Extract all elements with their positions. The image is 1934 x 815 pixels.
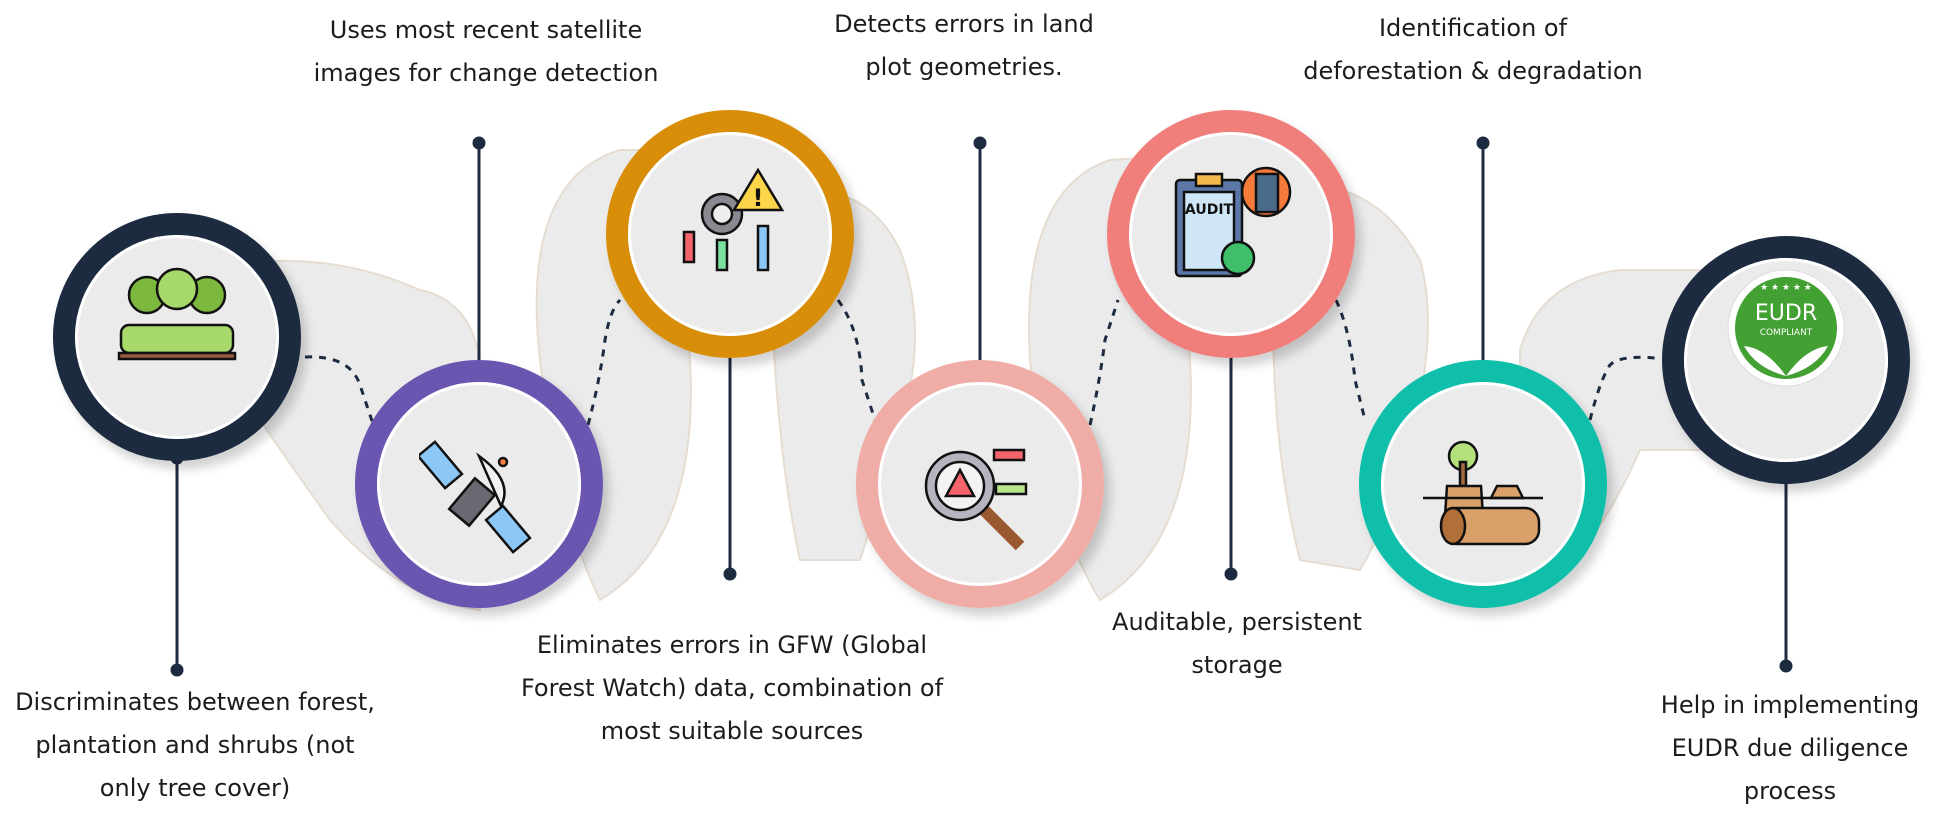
description-line: Discriminates between forest, — [15, 688, 375, 716]
description-line: Help in implementing — [1660, 691, 1920, 719]
svg-text:!: ! — [753, 184, 764, 212]
step-4-description: Detects errors in land plot geometries. — [834, 3, 1094, 89]
description-line: most suitable sources — [600, 717, 864, 745]
step-5-description: Auditable, persistent storage — [1112, 601, 1362, 687]
step-6-description: Identification of deforestation & degrad… — [1303, 7, 1643, 93]
description-line: process — [1743, 777, 1837, 805]
step-node-deforestation — [1359, 360, 1607, 608]
leader-line — [973, 136, 987, 407]
step-node-forest — [53, 213, 301, 461]
badge-title: EUDR — [1755, 301, 1817, 326]
description-line: only tree cover) — [99, 774, 291, 802]
step-7-description: Help in implementing EUDR due diligence … — [1661, 684, 1919, 813]
step-node-satellite — [355, 360, 603, 608]
audit-icon-text: AUDIT — [1185, 202, 1234, 218]
magnifier-warning-icon — [924, 448, 1028, 551]
badge-subtitle: COMPLIANT — [1760, 328, 1813, 338]
description-line: storage — [1191, 651, 1283, 679]
description-line: Detects errors in land — [834, 10, 1094, 38]
step-2-description: Uses most recent satellite images for ch… — [314, 9, 659, 95]
svg-text:★ ★ ★ ★ ★: ★ ★ ★ ★ ★ — [1760, 283, 1812, 293]
forest-icon — [117, 267, 237, 361]
audit-clipboard-icon: AUDIT — [1174, 166, 1292, 278]
description-line: deforestation & degradation — [1303, 57, 1643, 85]
dotted-connector — [1088, 299, 1120, 426]
dotted-connector — [586, 298, 622, 426]
description-line: plantation and shrubs (not — [35, 731, 355, 759]
description-line: Uses most recent satellite — [329, 16, 643, 44]
step-1-description: Discriminates between forest, plantation… — [15, 681, 375, 810]
step-node-geometry-errors — [856, 360, 1104, 608]
eudr-compliant-badge-icon: ★ ★ ★ ★ ★ EUDR COMPLIANT — [1727, 269, 1845, 387]
dotted-connector — [1588, 355, 1656, 421]
description-line: Forest Watch) data, combination of — [520, 674, 944, 702]
description-line: Identification of — [1378, 14, 1568, 42]
step-node-error-elimination: ! — [606, 110, 854, 358]
step-3-description: Eliminates errors in GFW (Global Forest … — [521, 624, 943, 753]
step-node-eudr: ★ ★ ★ ★ ★ EUDR COMPLIANT — [1662, 236, 1910, 484]
leader-line — [170, 451, 184, 677]
tree-stump-log-icon — [1423, 440, 1543, 546]
satellite-icon — [419, 440, 532, 554]
step-node-audit: AUDIT — [1107, 110, 1355, 358]
error-gear-arrows-icon: ! — [682, 167, 785, 272]
description-line: images for change detection — [313, 59, 659, 87]
description-line: plot geometries. — [865, 53, 1063, 81]
dotted-connector — [836, 299, 877, 421]
description-line: EUDR due diligence — [1671, 734, 1909, 762]
description-line: Eliminates errors in GFW (Global — [536, 631, 928, 659]
description-line: Auditable, persistent — [1112, 608, 1362, 636]
